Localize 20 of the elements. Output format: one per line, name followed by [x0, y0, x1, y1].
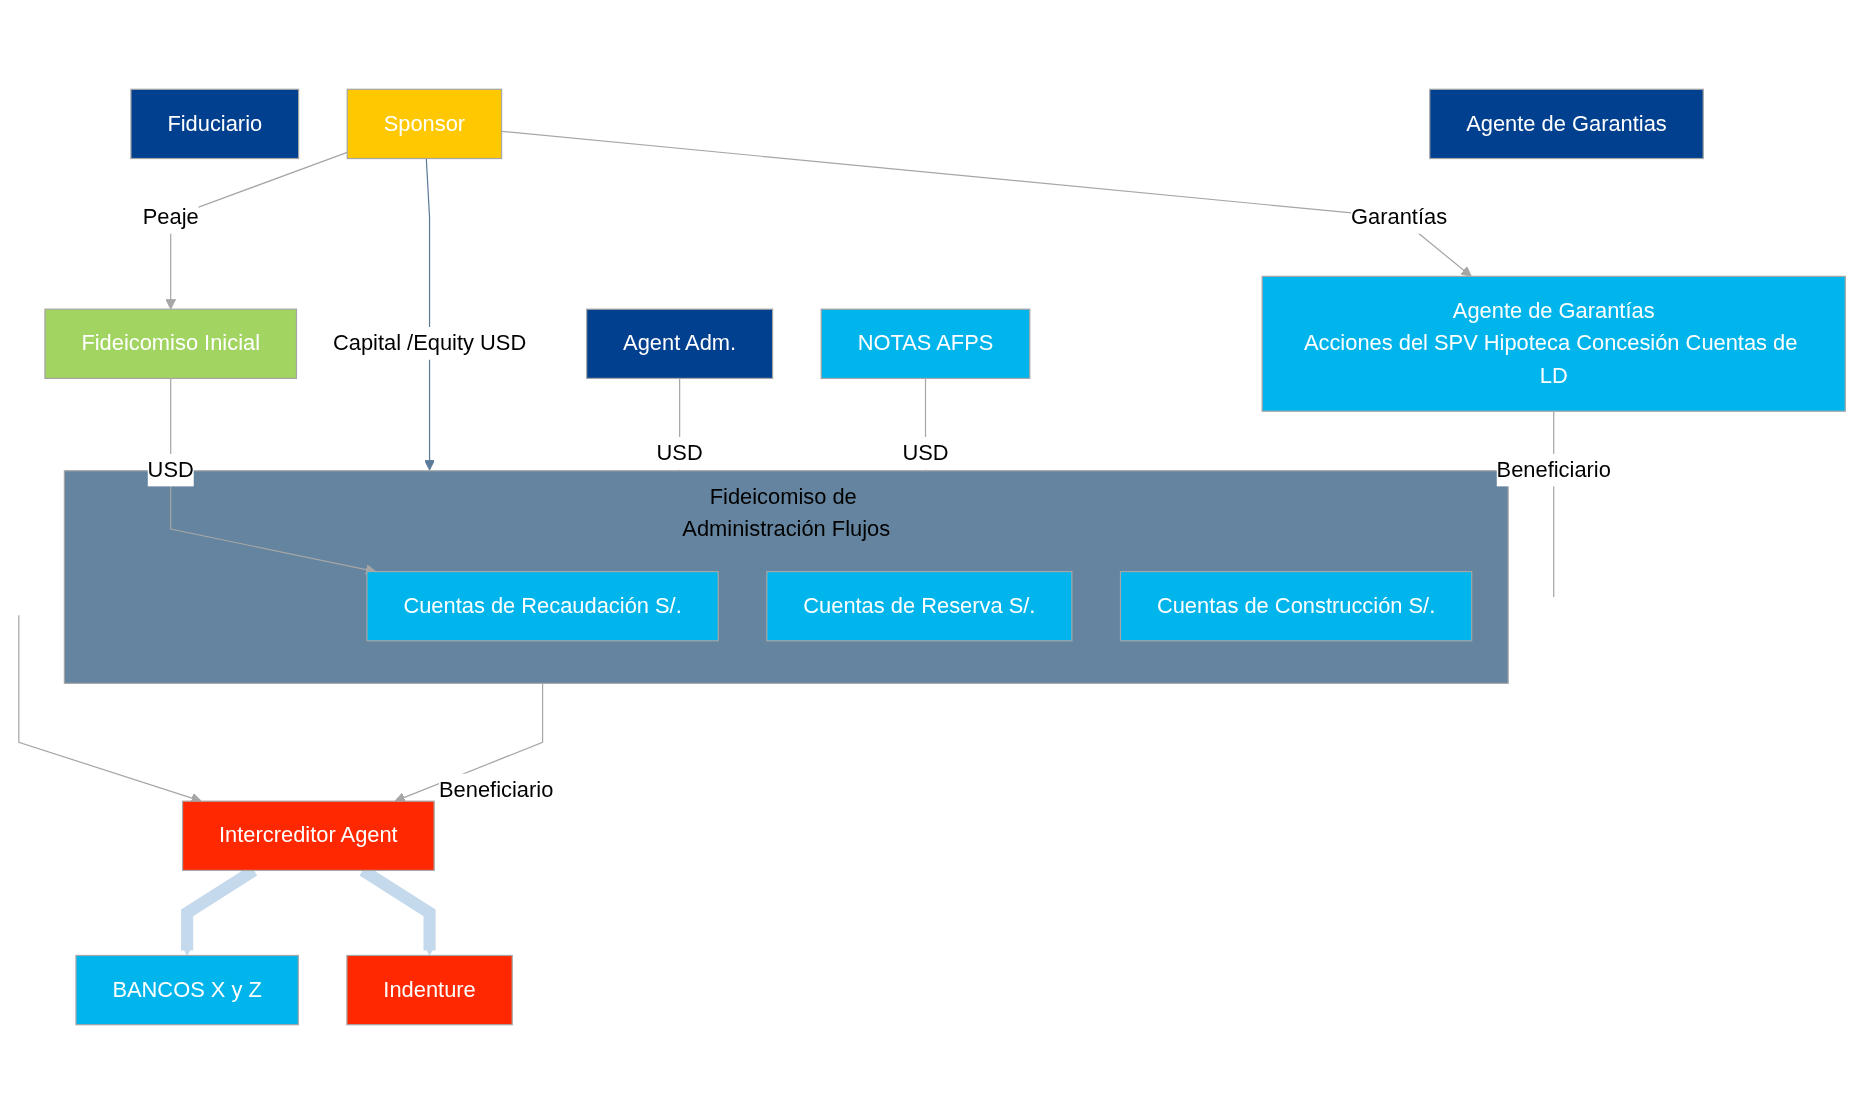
node-box: Cuentas de Reserva S/. [766, 570, 1073, 642]
node-box: Intercreditor Agent [181, 800, 435, 872]
edge-label: Garantías [1351, 204, 1448, 229]
edge-label: Capital /Equity USD [332, 330, 527, 355]
edge-label: USD [656, 440, 703, 465]
node-box: NOTAS AFPS [820, 308, 1031, 380]
node-box: Fiduciario [130, 88, 300, 160]
node-box: Agente de Garantías Acciones del SPV Hipoteca Concesión Cuentas de LD [1261, 275, 1846, 412]
node-box: Indenture [346, 954, 513, 1026]
node-box: BANCOS X y Z [75, 954, 299, 1026]
node-box: Sponsor [346, 88, 503, 160]
node-box: Agente de Garantias [1429, 88, 1704, 160]
node-box: Cuentas de Construcción S/. [1119, 570, 1473, 642]
node-box: Fideicomiso Inicial [44, 308, 298, 380]
edge-label: Beneficiario [439, 777, 554, 802]
edge-label: Peaje [142, 204, 199, 229]
node-box: Agent Adm. [586, 308, 774, 380]
node-box: Cuentas de Recaudación S/. [366, 570, 719, 642]
edge-label: USD [902, 440, 949, 465]
arrow [424, 157, 435, 471]
